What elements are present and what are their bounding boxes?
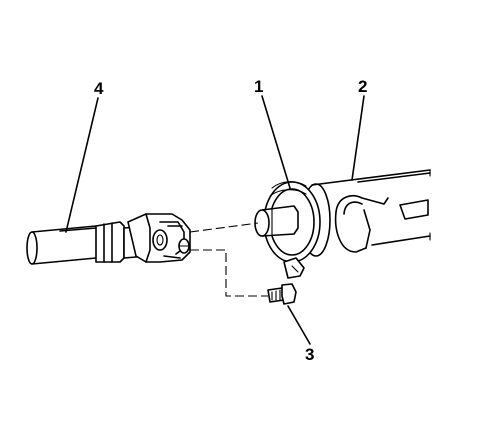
universal-joint-yoke [127, 213, 191, 263]
callout-3: 3 [305, 345, 314, 364]
steering-column-housing [301, 169, 431, 257]
bolt-routing-line [190, 249, 268, 297]
callout-4: 4 [94, 79, 104, 98]
steering-shaft [254, 205, 299, 237]
callout-2: 2 [358, 77, 367, 96]
pinch-bolt [267, 283, 297, 305]
leader-lines [65, 95, 365, 345]
alignment-line [189, 222, 259, 233]
callout-1: 1 [254, 77, 263, 96]
